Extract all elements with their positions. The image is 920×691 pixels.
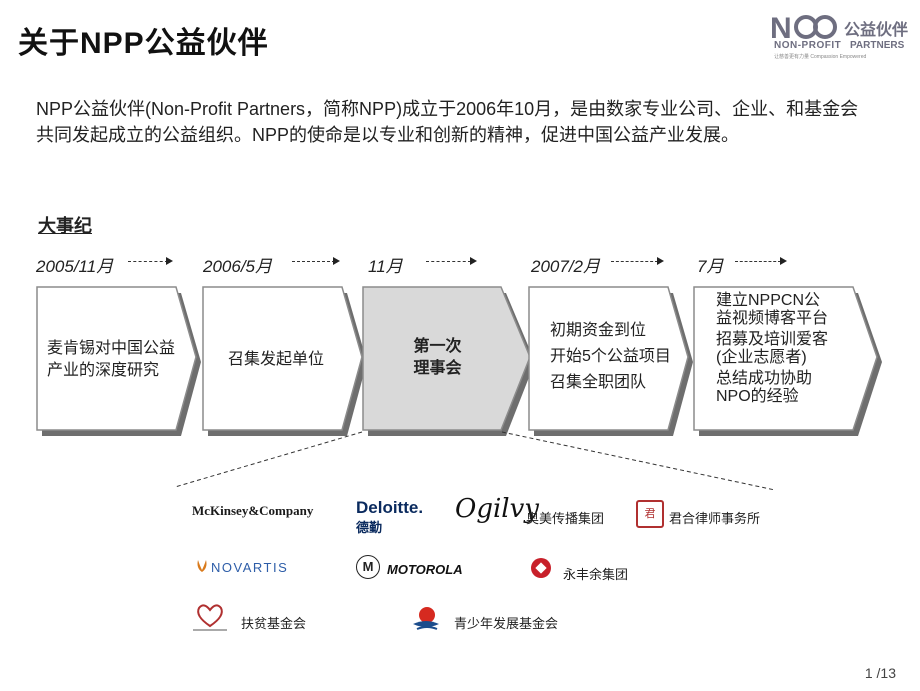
wingfung-logo-icon (531, 558, 551, 578)
junhe-name: 君合律师事务所 (669, 511, 761, 526)
timeline-line: 总结成功协助 (716, 370, 813, 387)
timeline-arrow-icon (166, 257, 173, 265)
timeline-box (36, 286, 197, 431)
deloitte-cn-text: 德勤 (356, 520, 383, 535)
timeline-box-text: 建立NPPCN公 益视频博客平台 招募及培训爱客 (企业志愿者) 总结成功协助 … (716, 292, 856, 406)
ogilvy-logo: Ogilvy (455, 494, 539, 524)
timeline-line: 初期资金到位 (550, 322, 647, 339)
timeline-arrow-icon (333, 257, 340, 265)
timeline-date: 11月 (368, 257, 403, 276)
mckinsey-logo: McKinsey&Company (192, 503, 314, 518)
novartis-logo: NOVARTIS (211, 560, 289, 575)
timeline-line: 麦肯锡对中国公益 (47, 340, 176, 357)
timeline-arrow-line (128, 261, 168, 262)
timeline-line: 理事会 (413, 360, 462, 377)
timeline-line: (企业志愿者) (716, 349, 807, 366)
timeline-line: 第一次 (413, 338, 462, 355)
timeline-box-text: 召集发起单位 (228, 349, 358, 371)
timeline-box (528, 286, 689, 431)
timeline-date: 2007/2月 (531, 257, 600, 276)
logo-partners-text: PARTNERS (850, 40, 905, 51)
timeline-arrow-line (735, 261, 781, 262)
motorola-logo: MOTOROLA (387, 562, 463, 577)
timeline-line: 召集全职团队 (550, 374, 647, 391)
timeline-arrow-icon (657, 257, 664, 265)
timeline-box-text: 第一次 理事会 (390, 336, 485, 380)
timeline-box-highlight (362, 286, 531, 431)
timeline-line: 产业的深度研究 (47, 362, 160, 379)
timeline-line: 开始5个公益项目 (550, 348, 671, 365)
timeline-date: 2005/11月 (36, 257, 114, 276)
timeline-arrow-line (426, 261, 471, 262)
logo-cn-text: 公益伙伴 (844, 22, 909, 39)
timeline-date: 2006/5月 (203, 257, 272, 276)
junhe-logo-icon: 君 (636, 500, 664, 528)
deloitte-text: Deloitte. (356, 498, 424, 517)
timeline-box-text: 麦肯锡对中国公益 产业的深度研究 (47, 338, 197, 382)
youth-foundation-name: 青少年发展基金会 (454, 616, 559, 631)
novartis-flame-icon (196, 558, 208, 574)
npp-logo: N 公益伙伴 NON-PROFIT PARTNERS 让慈善更有力量 Compa… (770, 10, 910, 62)
timeline-date: 7月 (697, 257, 724, 276)
page-number: 1 /13 (864, 665, 896, 681)
timeline-arrow-line (611, 261, 658, 262)
logo-sub-text: 让慈善更有力量 Compassion Empowered (774, 54, 867, 60)
timeline-line: 召集发起单位 (228, 351, 325, 368)
ogilvy-name: 奥美传播集团 (526, 511, 605, 526)
motorola-icon: M (356, 555, 380, 579)
npp-logo-mark-icon: N (770, 12, 837, 44)
logo-nonprofit-text: NON-PROFIT (774, 40, 842, 51)
timeline-arrow-line (292, 261, 335, 262)
section-heading: 大事纪 (38, 216, 92, 236)
intro-paragraph: NPP公益伙伴(Non-Profit Partners，简称NPP)成立于200… (36, 99, 859, 145)
timeline-line: 益视频博客平台 (716, 310, 829, 327)
timeline-line: 建立NPPCN公 (716, 292, 821, 309)
youth-foundation-logo-icon (411, 604, 441, 634)
timeline-arrow-icon (780, 257, 787, 265)
timeline-line: 招募及培训爱客 (716, 331, 829, 348)
deloitte-logo: Deloitte. 德勤 (356, 498, 423, 536)
poverty-foundation-logo-icon (191, 600, 229, 632)
page-title: 关于NPP公益伙伴 (18, 27, 269, 60)
timeline-arrow-icon (470, 257, 477, 265)
timeline-line: NPO的经验 (716, 388, 799, 405)
timeline-box (693, 286, 878, 431)
poverty-foundation-name: 扶贫基金会 (241, 616, 307, 631)
svg-text:N: N (770, 12, 792, 44)
wingfung-name: 永丰余集团 (563, 567, 629, 582)
timeline-box (202, 286, 363, 431)
timeline-box-text: 初期资金到位 开始5个公益项目 召集全职团队 (550, 318, 690, 396)
